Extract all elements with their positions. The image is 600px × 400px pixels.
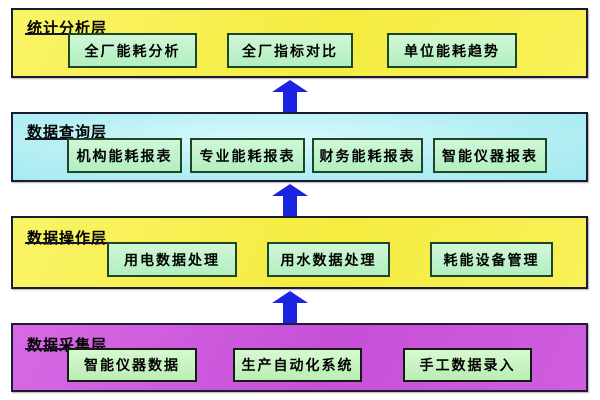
layer-title: 统计分析层 <box>27 19 108 37</box>
title-underline <box>25 242 107 244</box>
up-arrow-icon <box>272 80 308 112</box>
arrow-shaft <box>283 92 297 112</box>
arrow-shaft <box>283 196 297 216</box>
node-specialty-energy-report: 专业能耗报表 <box>190 138 305 173</box>
node-energy-equipment-management: 耗能设备管理 <box>430 242 553 277</box>
title-underline <box>25 33 68 35</box>
layer-data-query: 数据查询层 机构能耗报表 专业能耗报表 财务能耗报表 智能仪器报表 <box>11 112 588 182</box>
arrow-head <box>272 80 308 92</box>
arrow-shaft <box>283 303 297 323</box>
node-smart-meter-report: 智能仪器报表 <box>433 138 547 173</box>
arrow-head <box>272 291 308 303</box>
node-unit-energy-trend: 单位能耗趋势 <box>387 33 517 68</box>
arrow-head <box>272 184 308 196</box>
up-arrow-icon <box>272 184 308 216</box>
title-underline <box>25 138 67 140</box>
node-org-energy-report: 机构能耗报表 <box>67 138 182 173</box>
layer-data-acquisition: 数据采集层 智能仪器数据 生产自动化系统 手工数据录入 <box>11 323 588 392</box>
layer-title: 数据操作层 <box>27 229 108 247</box>
node-plant-energy-analysis: 全厂能耗分析 <box>68 33 197 68</box>
up-arrow-icon <box>272 291 308 323</box>
node-water-data-processing: 用水数据处理 <box>267 242 390 277</box>
node-smart-meter-data: 智能仪器数据 <box>67 348 197 382</box>
layer-data-operation: 数据操作层 用电数据处理 用水数据处理 耗能设备管理 <box>11 216 588 289</box>
node-electricity-data-processing: 用电数据处理 <box>107 242 237 277</box>
node-production-automation-system: 生产自动化系统 <box>233 348 362 382</box>
title-underline <box>25 348 67 350</box>
node-finance-energy-report: 财务能耗报表 <box>312 138 423 173</box>
layer-statistics-analysis: 统计分析层 全厂能耗分析 全厂指标对比 单位能耗趋势 <box>11 8 588 78</box>
node-plant-indicator-comparison: 全厂指标对比 <box>227 33 353 68</box>
layer-title: 数据查询层 <box>27 123 108 141</box>
node-manual-data-entry: 手工数据录入 <box>403 348 532 382</box>
